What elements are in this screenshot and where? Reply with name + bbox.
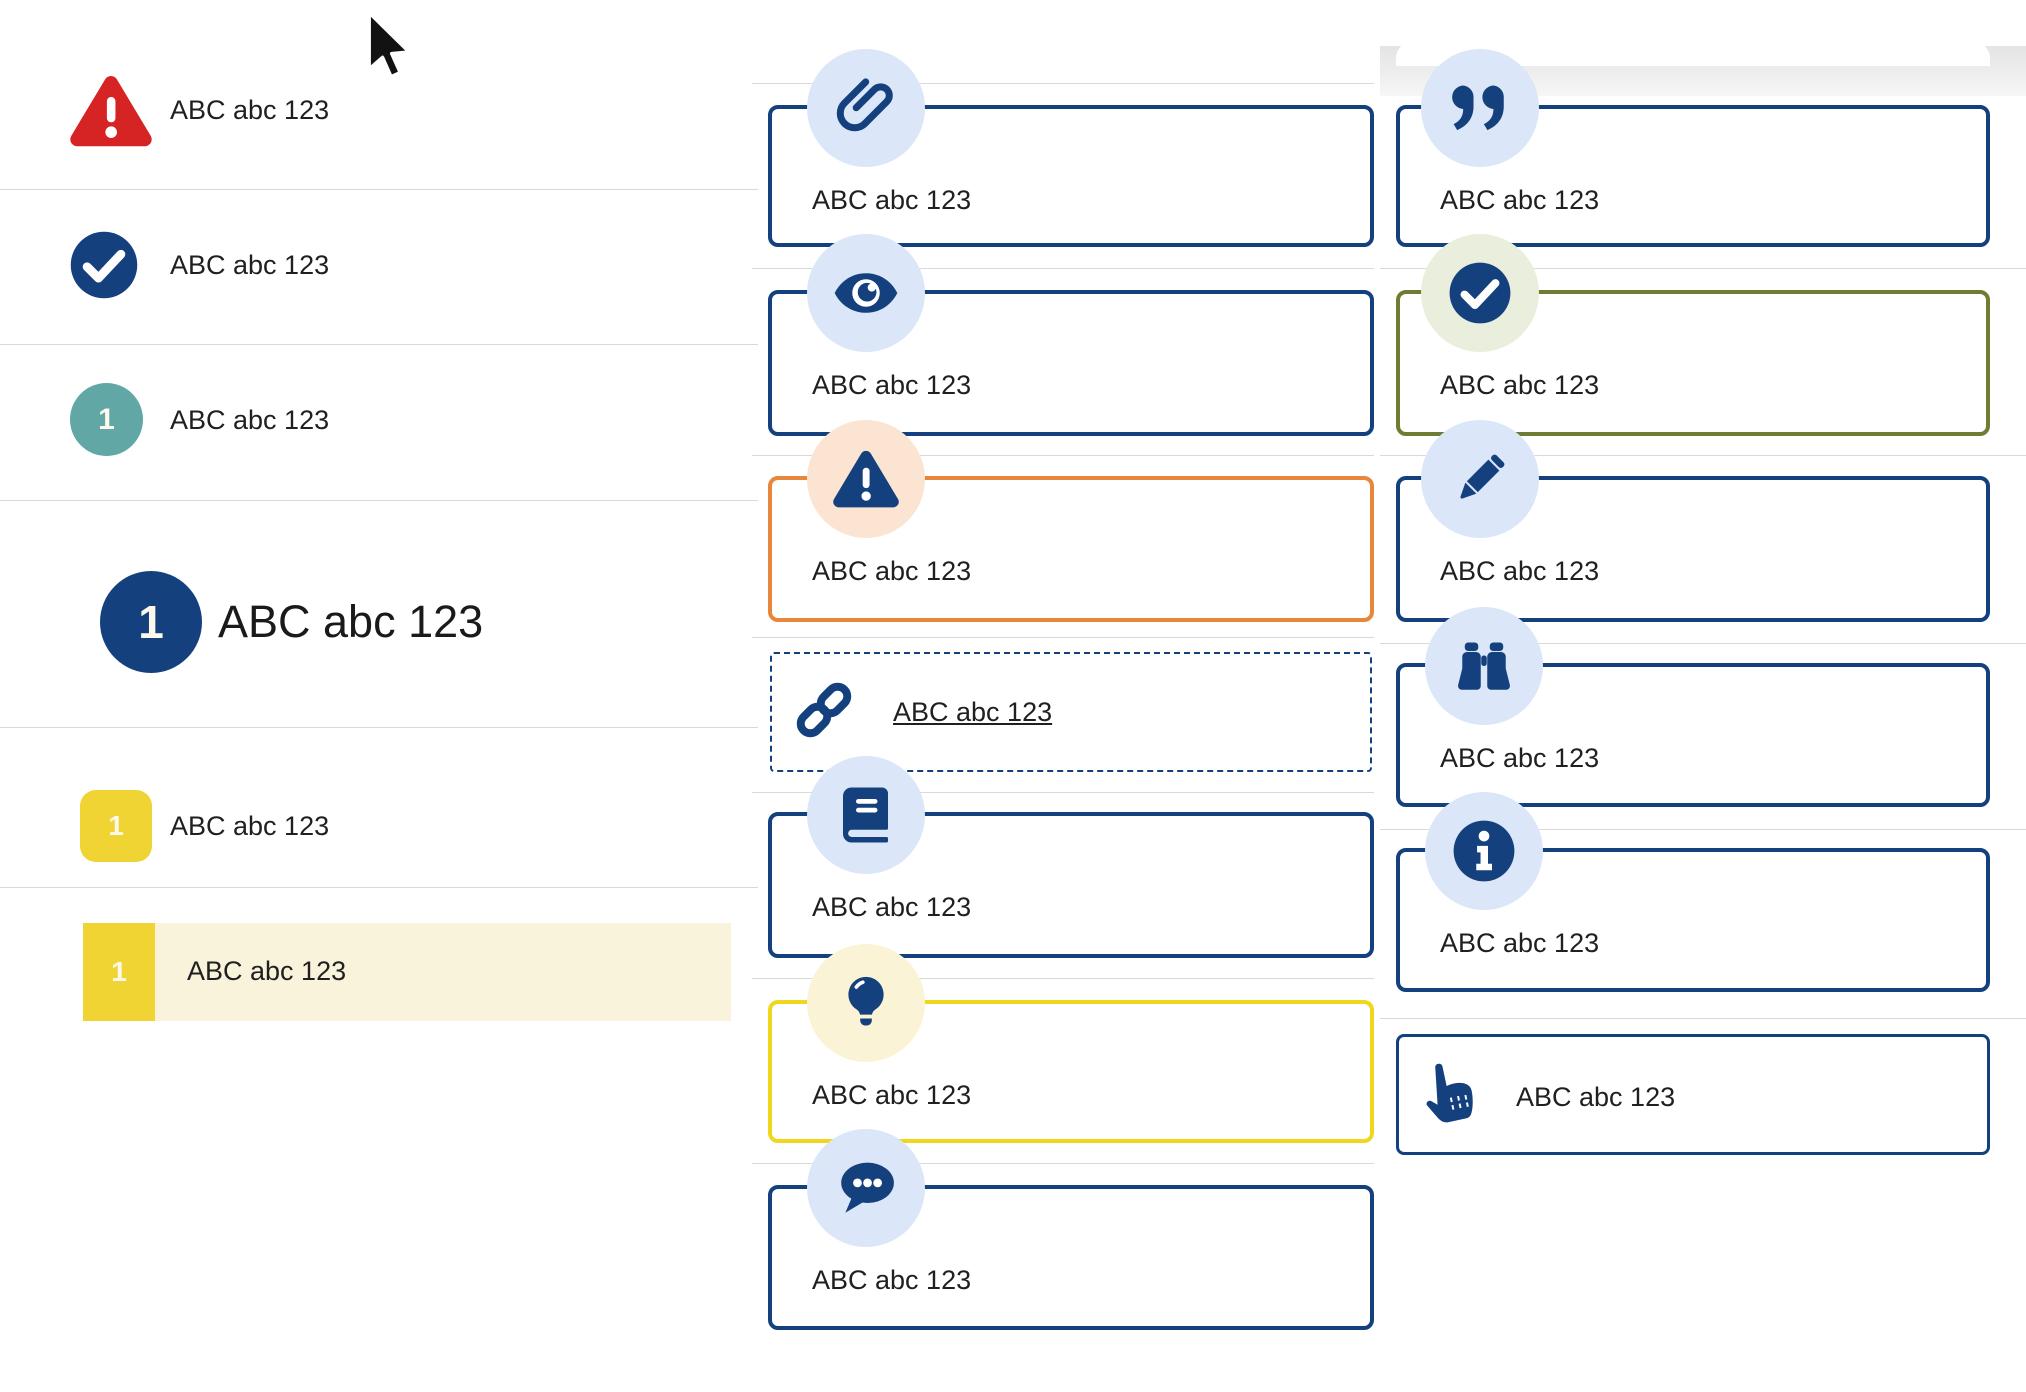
callout-label: ABC abc 123	[1440, 743, 1600, 773]
pointer-hand-icon	[1412, 1056, 1480, 1132]
divider	[752, 978, 1374, 979]
info-icon	[1425, 792, 1543, 910]
step-row-label: ABC abc 123	[170, 811, 330, 841]
paperclip-icon	[807, 49, 925, 167]
quote-icon	[1421, 49, 1539, 167]
divider	[752, 268, 1374, 269]
callout-label: ABC abc 123	[812, 370, 972, 400]
step-badge-number: 1	[138, 596, 164, 648]
divider	[0, 887, 758, 888]
binoculars-icon	[1425, 607, 1543, 725]
check-circle-icon	[69, 230, 139, 300]
callout-label: ABC abc 123	[812, 1265, 972, 1295]
callout-label: ABC abc 123	[1516, 1082, 1676, 1112]
callout-link[interactable]	[770, 652, 1372, 772]
divider	[752, 637, 1374, 638]
divider	[752, 455, 1374, 456]
divider	[752, 1163, 1374, 1164]
link-icon	[790, 676, 858, 744]
callout-attachment	[768, 105, 1374, 247]
callout-label: ABC abc 123	[1440, 370, 1600, 400]
step-badge-yellow	[83, 923, 155, 1021]
step-badge-yellow	[80, 790, 152, 862]
chat-icon	[807, 1129, 925, 1247]
divider	[1380, 268, 2026, 269]
callout-label: ABC abc 123	[812, 556, 972, 586]
callout-action[interactable]	[1396, 1034, 1990, 1155]
step-row-label: ABC abc 123	[187, 956, 347, 986]
done-row-label: ABC abc 123	[170, 250, 330, 280]
eye-icon	[807, 234, 925, 352]
callout-label: ABC abc 123	[812, 892, 972, 922]
divider	[0, 344, 758, 345]
warning-triangle-icon	[807, 420, 925, 538]
step-heading-label: ABC abc 123	[218, 596, 484, 647]
callout-label: ABC abc 123	[812, 1080, 972, 1110]
callout-success	[1396, 290, 1990, 436]
callout-label: ABC abc 123	[1440, 185, 1600, 215]
divider	[1380, 643, 2026, 644]
divider	[752, 83, 1374, 84]
lightbulb-icon	[807, 944, 925, 1062]
link-label[interactable]: ABC abc 123	[893, 697, 1053, 727]
divider	[0, 727, 758, 728]
book-icon	[807, 756, 925, 874]
step-row-label: ABC abc 123	[170, 405, 330, 435]
step-badge-number: 1	[98, 402, 115, 436]
mouse-cursor	[366, 10, 412, 80]
divider	[1380, 829, 2026, 830]
callout-label: ABC abc 123	[1440, 556, 1600, 586]
step-badge-number: 1	[108, 810, 124, 841]
step-badge-number: 1	[111, 956, 127, 987]
row-highlight	[155, 923, 731, 1021]
divider	[0, 189, 758, 190]
divider	[1380, 1018, 2026, 1019]
check-circle-icon	[1421, 234, 1539, 352]
step-badge-teal	[70, 383, 143, 456]
step-badge-large	[100, 571, 202, 673]
callout-label: ABC abc 123	[812, 185, 972, 215]
callout-label: ABC abc 123	[1440, 928, 1600, 958]
divider	[1380, 455, 2026, 456]
divider	[752, 792, 1374, 793]
alert-row-label: ABC abc 123	[170, 95, 330, 125]
warning-triangle-icon	[70, 74, 152, 148]
pencil-icon	[1421, 420, 1539, 538]
divider	[0, 500, 758, 501]
